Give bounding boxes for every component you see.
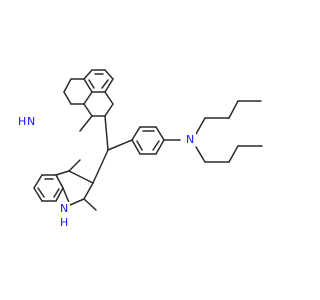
top-indole-n-label: N — [27, 115, 35, 128]
central-links — [92, 115, 109, 184]
lower-indole — [33, 159, 94, 206]
bottom-indole-n-label: N — [60, 202, 68, 215]
amine-nitrogen-label: N — [186, 133, 194, 146]
molecule-svg: N H N N H — [17, 69, 263, 230]
amine-chains — [163, 100, 263, 163]
top-indole-h-label: H — [18, 115, 26, 128]
bottom-indole-h-label: H — [60, 216, 68, 229]
central-phenyl — [107, 126, 165, 155]
upper-indole — [63, 69, 114, 117]
methyl-groups — [79, 115, 97, 211]
structure-diagram: N H N N H — [17, 69, 263, 230]
